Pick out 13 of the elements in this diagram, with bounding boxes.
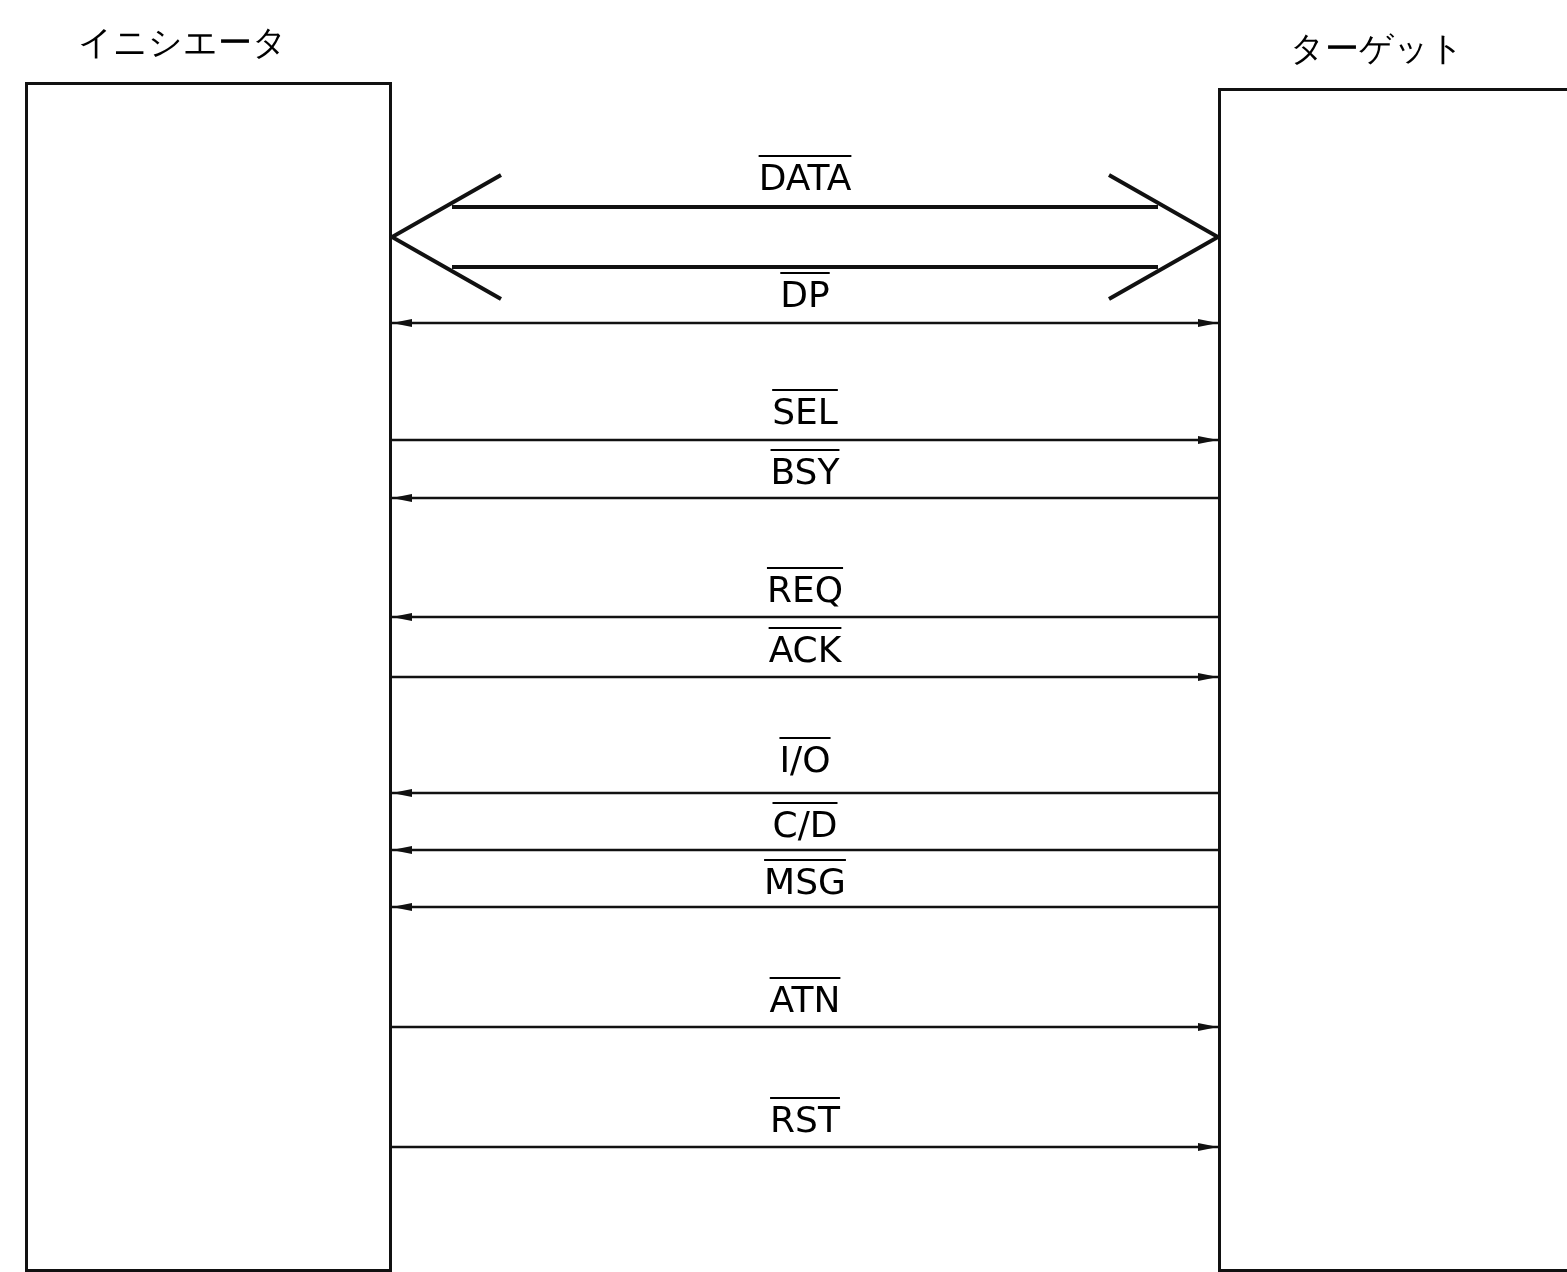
signal-arrow [392,1023,1218,1031]
signal-arrow [392,319,1218,327]
signal-arrow [392,789,1218,797]
signal-arrow [392,1143,1218,1151]
signal-arrow [392,903,1218,911]
block-title: イニシエータ [78,22,287,62]
signal-arrow [392,494,1218,502]
signal-arrow [392,436,1218,444]
bus-arrow [390,173,1220,301]
signal-arrow [392,673,1218,681]
block-title: ターゲット [1290,28,1464,68]
signal-arrow [392,613,1218,621]
signal-arrow [392,846,1218,854]
